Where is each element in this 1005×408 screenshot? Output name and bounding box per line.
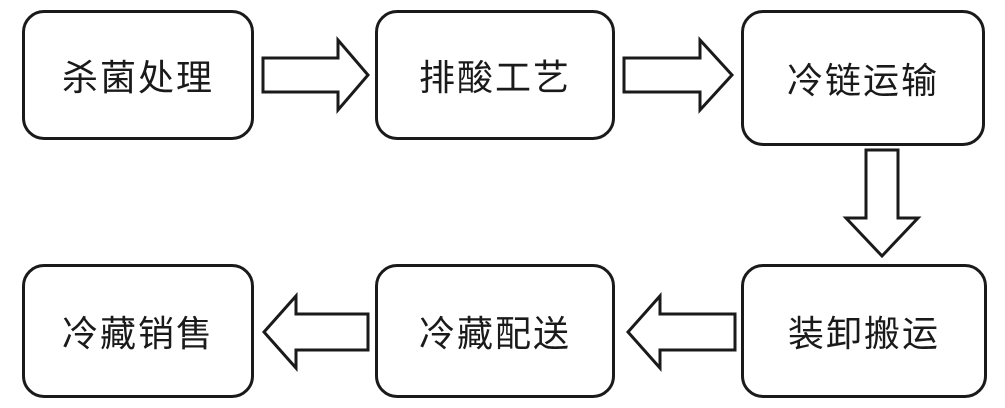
arrow-right-icon <box>261 35 370 115</box>
step-label: 冷藏配送 <box>418 314 571 355</box>
step-refrigerated-delivery: 冷藏配送 <box>375 264 615 398</box>
step-acid-discharge: 排酸工艺 <box>375 10 615 140</box>
step-refrigerated-sales: 冷藏销售 <box>22 264 254 398</box>
arrow-down-icon <box>842 148 922 259</box>
step-sterilization: 杀菌处理 <box>22 10 254 140</box>
arrow-left-icon <box>625 292 737 372</box>
arrow-right-icon <box>622 36 735 114</box>
step-label: 排酸工艺 <box>418 58 571 99</box>
step-label: 冷链运输 <box>786 61 939 102</box>
step-label: 装卸搬运 <box>787 314 940 355</box>
step-cold-chain-transport: 冷链运输 <box>741 10 985 146</box>
arrow-left-icon <box>261 292 370 372</box>
step-label: 杀菌处理 <box>61 58 214 99</box>
step-label: 冷藏销售 <box>61 314 214 355</box>
step-loading-unloading: 装卸搬运 <box>741 264 987 398</box>
